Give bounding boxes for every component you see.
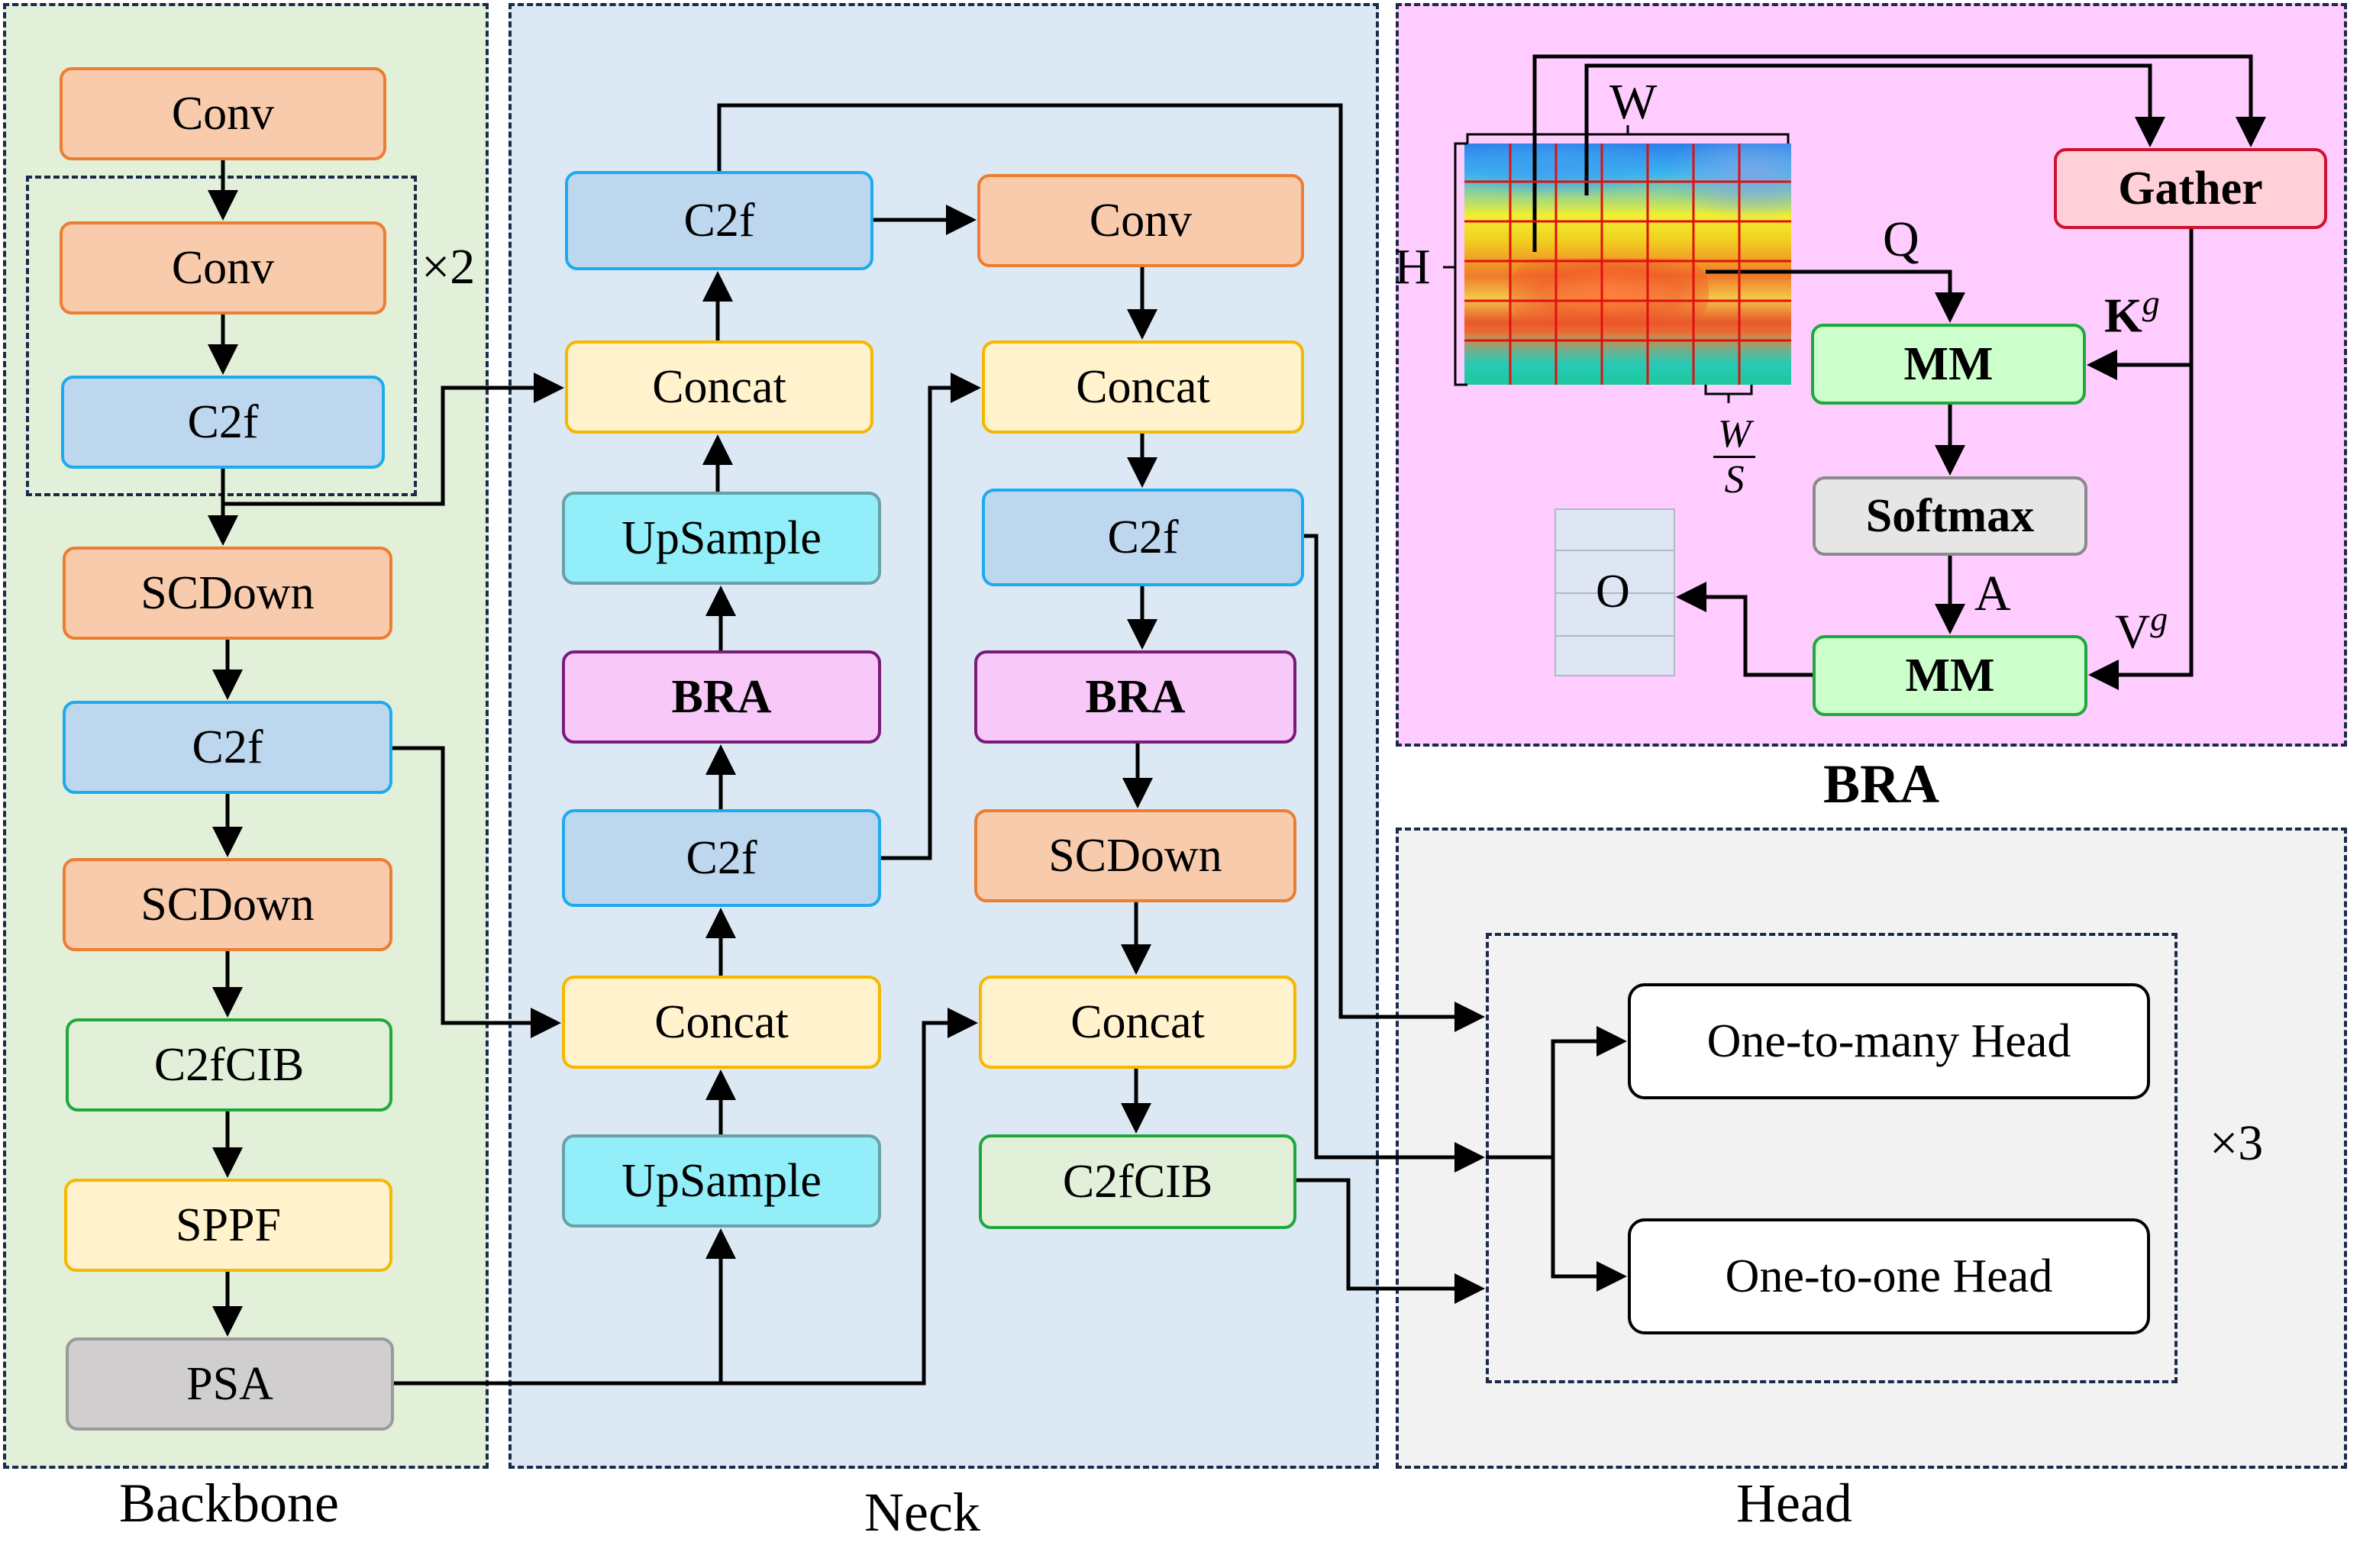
backbone-c2f-repeat: C2f — [61, 376, 385, 469]
bra-h-label: H — [1394, 239, 1431, 295]
w-brace — [1466, 125, 1790, 144]
neck-concat-right-bottom: Concat — [979, 976, 1296, 1069]
bra-w-label: W — [1609, 74, 1658, 130]
neck-bra-right: BRA — [974, 650, 1296, 744]
edge-c2f-right-to-head — [1304, 534, 1485, 1173]
bra-k-letter: K — [2104, 288, 2142, 343]
neck-concat-bottom: Concat — [562, 976, 881, 1069]
edge-top-loop-1 — [1532, 54, 2266, 252]
backbone-c2f-2: C2f — [63, 701, 392, 794]
edge-c2fcib-to-head — [1296, 1178, 1485, 1304]
bra-v-letter: V — [2115, 604, 2151, 659]
thermal-highlight — [1510, 258, 1709, 327]
neck-bra-left: BRA — [562, 650, 881, 744]
edge-c2f-mid-to-concat-right — [881, 373, 981, 860]
head-caption: Head — [1736, 1473, 1852, 1534]
bra-a-label: A — [1974, 566, 2011, 621]
neck-caption: Neck — [864, 1482, 980, 1543]
neck-upsample-bottom: UpSample — [562, 1134, 881, 1228]
neck-upsample-top: UpSample — [562, 492, 881, 585]
neck-scdown-right: SCDown — [974, 809, 1296, 902]
neck-c2f-mid: C2f — [562, 809, 881, 907]
edge-gather-to-mm-key — [2087, 229, 2194, 380]
edge-image-to-mm-query — [1706, 269, 1965, 323]
bra-q-label: Q — [1883, 211, 1919, 267]
backbone-repeat-mark: ×2 — [421, 239, 476, 295]
bra-mm-top: MM — [1811, 324, 2086, 405]
thermal-grid — [1464, 144, 1791, 385]
bra-k-label: Kg — [2104, 282, 2160, 344]
bra-gather: Gather — [2054, 148, 2327, 229]
edge-backbone-c2f2-to-neck-concat-bottom — [392, 746, 561, 1038]
one-to-many-head: One-to-many Head — [1628, 983, 2150, 1099]
backbone-c2fcib: C2fCIB — [66, 1018, 392, 1111]
backbone-conv-repeat: Conv — [60, 221, 386, 315]
backbone-scdown-1: SCDown — [63, 547, 392, 640]
edge-psa-to-concat-right-bottom — [721, 1008, 978, 1386]
bra-softmax: Softmax — [1813, 476, 2087, 556]
bra-ws-num: W — [1713, 412, 1756, 459]
backbone-psa: PSA — [66, 1337, 394, 1431]
edge-top-loop-2 — [1584, 63, 2165, 195]
backbone-caption: Backbone — [119, 1473, 339, 1534]
thermal-feature-map — [1464, 144, 1791, 385]
neck-conv-right: Conv — [977, 174, 1304, 267]
edge-backbone-c2f-to-neck-concat-top — [223, 373, 564, 506]
bra-v-label: Vg — [2115, 598, 2168, 660]
bra-v-sup: g — [2150, 599, 2168, 638]
one-to-one-head: One-to-one Head — [1628, 1218, 2150, 1334]
edge-mm-to-output — [1676, 582, 1813, 677]
bra-output-stack — [1555, 508, 1675, 676]
edge-c2f-top-to-head — [717, 103, 1485, 1032]
bra-k-sup: g — [2142, 283, 2160, 322]
bra-caption: BRA — [1823, 753, 1940, 815]
bra-mm-bottom: MM — [1813, 635, 2087, 716]
thermal-cool-band — [1464, 334, 1791, 385]
bra-ws-den: S — [1724, 458, 1745, 502]
neck-c2fcib-right: C2fCIB — [979, 1134, 1296, 1229]
edge-head-split-bottom — [1551, 1157, 1627, 1292]
backbone-sppf: SPPF — [64, 1179, 392, 1272]
edge-gather-to-mm-value — [2088, 365, 2194, 690]
neck-concat-top: Concat — [565, 340, 873, 434]
bra-ws-fraction: W S — [1713, 412, 1756, 502]
head-repeat-mark: ×3 — [2210, 1115, 2264, 1171]
edge-head-split-top — [1486, 1026, 1627, 1160]
ws-brace — [1704, 385, 1753, 403]
h-brace — [1443, 142, 1467, 386]
edge-psa-to-upsample — [394, 1228, 736, 1386]
neck-c2f-top: C2f — [565, 171, 873, 270]
neck-c2f-right: C2f — [982, 489, 1304, 586]
bra-output-label: O — [1596, 566, 1630, 618]
backbone-scdown-2: SCDown — [63, 858, 392, 951]
neck-concat-right-top: Concat — [982, 340, 1304, 434]
backbone-conv-top: Conv — [60, 67, 386, 160]
